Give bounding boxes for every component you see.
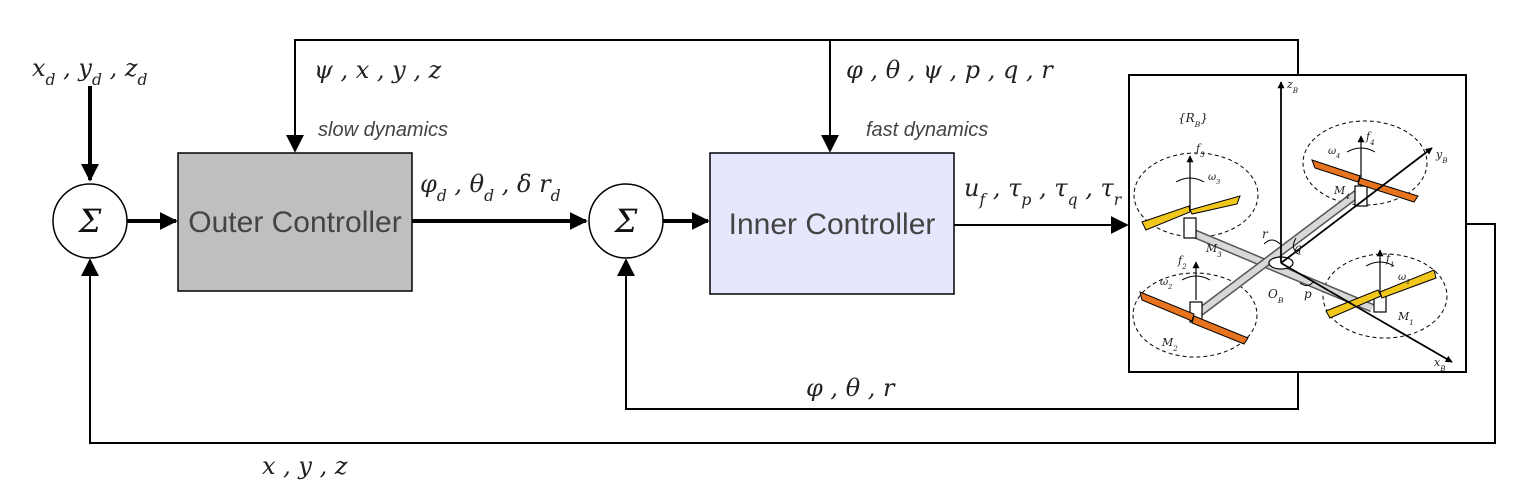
- rotor-disk-2: [1132, 272, 1258, 358]
- outer-bottom-feedback-line: [81, 223, 1496, 444]
- outer-controller-label: Outer Controller: [188, 206, 401, 239]
- axis-x-line: [1280, 262, 1453, 363]
- omega-2-label: ω2: [1160, 277, 1172, 291]
- reference-input-label: xd , yd , zd: [32, 54, 148, 89]
- body-frame-label: {RB}: [1178, 111, 1208, 129]
- axis-y-label: yB: [1435, 148, 1447, 165]
- omega-1-label: ω1: [1398, 272, 1410, 286]
- force-3-label: f3: [1195, 142, 1205, 159]
- force-1-label: f1: [1385, 252, 1395, 269]
- quadrotor-plant: {RB} zB yB xB OB r q p M1 M2 M3 M4 f1 f2…: [1128, 74, 1467, 373]
- outer-output-label: φd , θd , δ rd: [420, 170, 561, 205]
- slow-dynamics-annotation: slow dynamics: [318, 119, 448, 141]
- motor-1-label: M1: [1397, 310, 1414, 327]
- outer-summing-symbol: Σ: [78, 202, 102, 240]
- motor-2-label: M2: [1161, 336, 1178, 353]
- rotor-disk-4: [1302, 120, 1428, 206]
- force-2-label: f2: [1177, 254, 1187, 271]
- propeller-4: [1311, 159, 1419, 203]
- propeller-3: [1141, 195, 1241, 231]
- outer-controller-block: [177, 152, 413, 292]
- rate-p-label: p: [1304, 287, 1312, 301]
- rotor-disk-1: [1322, 253, 1448, 339]
- rate-r-label: r: [1262, 227, 1269, 241]
- propeller-2: [1139, 291, 1249, 345]
- rate-q-label: q: [1294, 241, 1302, 255]
- fast-dynamics-annotation: fast dynamics: [866, 119, 988, 141]
- rotation-arrows: [1175, 147, 1395, 287]
- outer-feedback-bottom-label: x , y , z: [262, 452, 348, 480]
- motor-3-label: M3: [1205, 242, 1222, 259]
- outer-feedback-top-label: ψ , x , y , z: [314, 56, 442, 84]
- inner-controller-label: Inner Controller: [729, 208, 936, 241]
- motor-4-label: M4: [1333, 184, 1350, 201]
- axis-x-label: xB: [1434, 356, 1445, 373]
- rotor-disk-3: [1133, 152, 1259, 238]
- inner-feedback-bottom-label: φ , θ , r: [806, 374, 896, 402]
- axis-y-line: [1280, 147, 1433, 264]
- omega-4-label: ω4: [1328, 146, 1340, 160]
- top-feedback-line: [286, 39, 1299, 153]
- omega-3-label: ω3: [1208, 172, 1220, 186]
- thrust-arrows: [1186, 135, 1384, 300]
- inner-summing-symbol: Σ: [614, 202, 638, 240]
- inner-controller-block: [709, 152, 955, 295]
- inner-bottom-feedback-line: [617, 258, 1299, 410]
- inner-feedback-top-label: φ , θ , ψ , p , q , r: [846, 56, 1054, 84]
- force-4-label: f4: [1365, 130, 1375, 147]
- origin-label: OB: [1268, 287, 1284, 305]
- axis-z-label: zB: [1286, 78, 1298, 95]
- inner-output-label: uf , τp , τq , τr: [964, 174, 1123, 209]
